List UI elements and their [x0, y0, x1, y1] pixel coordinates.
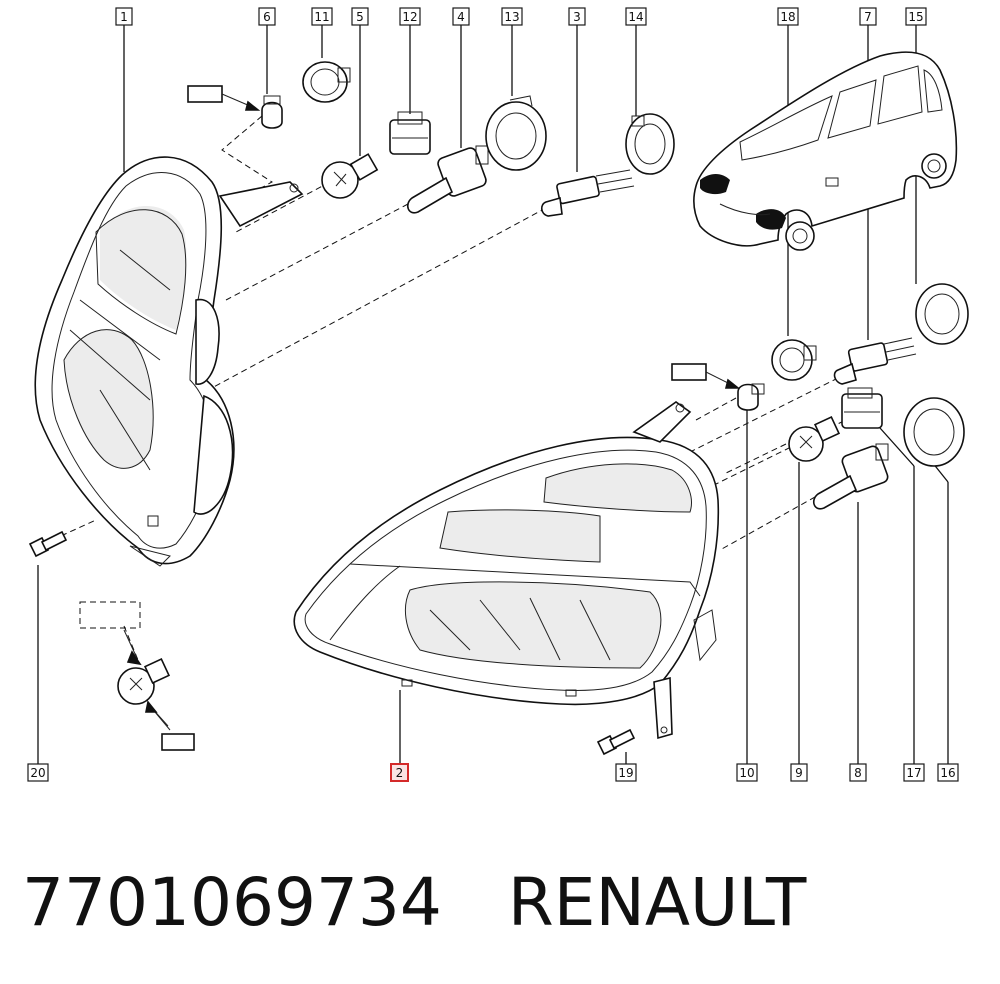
- bulb-20-spare: [117, 629, 171, 727]
- callout-2[interactable]: 2: [390, 763, 409, 782]
- bulb-10: [737, 383, 765, 411]
- bulb-holder-11: [302, 61, 351, 103]
- car-location-thumbnail: [693, 51, 958, 251]
- halogen-bulb-4: [406, 145, 489, 214]
- assembly-guide-lines: [51, 115, 863, 661]
- bulb-5: [321, 153, 379, 199]
- svg-text:4: 4: [457, 10, 465, 24]
- callout-17: 17: [903, 763, 925, 782]
- callout-20: 20: [27, 763, 49, 782]
- callout-11: 11: [311, 7, 333, 26]
- brand-name: RENAULT: [507, 863, 807, 941]
- callout-7: 7: [859, 7, 877, 26]
- label-tag-icon: [187, 85, 261, 111]
- svg-text:9: 9: [795, 766, 803, 780]
- bulb-holder-12: [389, 111, 431, 155]
- part-number: 7701069734: [22, 863, 442, 941]
- svg-text:14: 14: [628, 10, 643, 24]
- svg-text:10: 10: [739, 766, 754, 780]
- screw-19: [596, 728, 636, 756]
- callout-1: 1: [115, 7, 133, 26]
- svg-text:5: 5: [356, 10, 364, 24]
- bulb-6: [261, 95, 283, 129]
- bulb-holder-17: [841, 387, 883, 429]
- svg-text:12: 12: [402, 10, 417, 24]
- callout-3: 3: [568, 7, 586, 26]
- part-caption: 7701069734 RENAULT: [22, 860, 806, 944]
- cover-16: [903, 397, 965, 467]
- svg-text:7: 7: [864, 10, 872, 24]
- exploded-parts-diagram: 1 6 11 5 12 4 13 3 14 18 7 15 20 2 19 10…: [27, 7, 969, 782]
- callout-6: 6: [258, 7, 276, 26]
- svg-text:20: 20: [30, 766, 45, 780]
- callout-5: 5: [351, 7, 369, 26]
- svg-text:3: 3: [573, 10, 581, 24]
- label-tag-icon: [79, 601, 195, 751]
- svg-text:17: 17: [906, 766, 921, 780]
- callout-13: 13: [501, 7, 523, 26]
- svg-text:18: 18: [780, 10, 795, 24]
- side-lamp-3: [540, 169, 635, 217]
- callout-15: 15: [905, 7, 927, 26]
- callout-16: 16: [937, 763, 959, 782]
- svg-text:6: 6: [263, 10, 271, 24]
- callout-12: 12: [399, 7, 421, 26]
- bulb-9: [788, 415, 841, 462]
- bulb-holder-18: [771, 339, 817, 381]
- callout-4: 4: [452, 7, 470, 26]
- callout-9: 9: [790, 763, 808, 782]
- cover-14: [625, 113, 675, 175]
- callout-14: 14: [625, 7, 647, 26]
- side-lamp-7: [833, 337, 917, 385]
- svg-text:8: 8: [854, 766, 862, 780]
- svg-text:13: 13: [504, 10, 519, 24]
- svg-text:16: 16: [940, 766, 955, 780]
- svg-text:2: 2: [396, 766, 404, 780]
- halogen-bulb-8: [812, 443, 889, 510]
- svg-text:15: 15: [908, 10, 923, 24]
- svg-text:11: 11: [314, 10, 329, 24]
- callout-19: 19: [615, 763, 637, 782]
- cover-15: [915, 283, 969, 345]
- headlamp-right-unit: [293, 401, 720, 740]
- screw-20: [28, 530, 68, 558]
- callout-18: 18: [777, 7, 799, 26]
- svg-text:19: 19: [618, 766, 633, 780]
- callout-10: 10: [736, 763, 758, 782]
- headlamp-left-unit: [34, 156, 304, 567]
- callout-8: 8: [849, 763, 867, 782]
- cover-13: [485, 95, 547, 171]
- svg-text:1: 1: [120, 10, 128, 24]
- label-tag-icon: [671, 363, 741, 389]
